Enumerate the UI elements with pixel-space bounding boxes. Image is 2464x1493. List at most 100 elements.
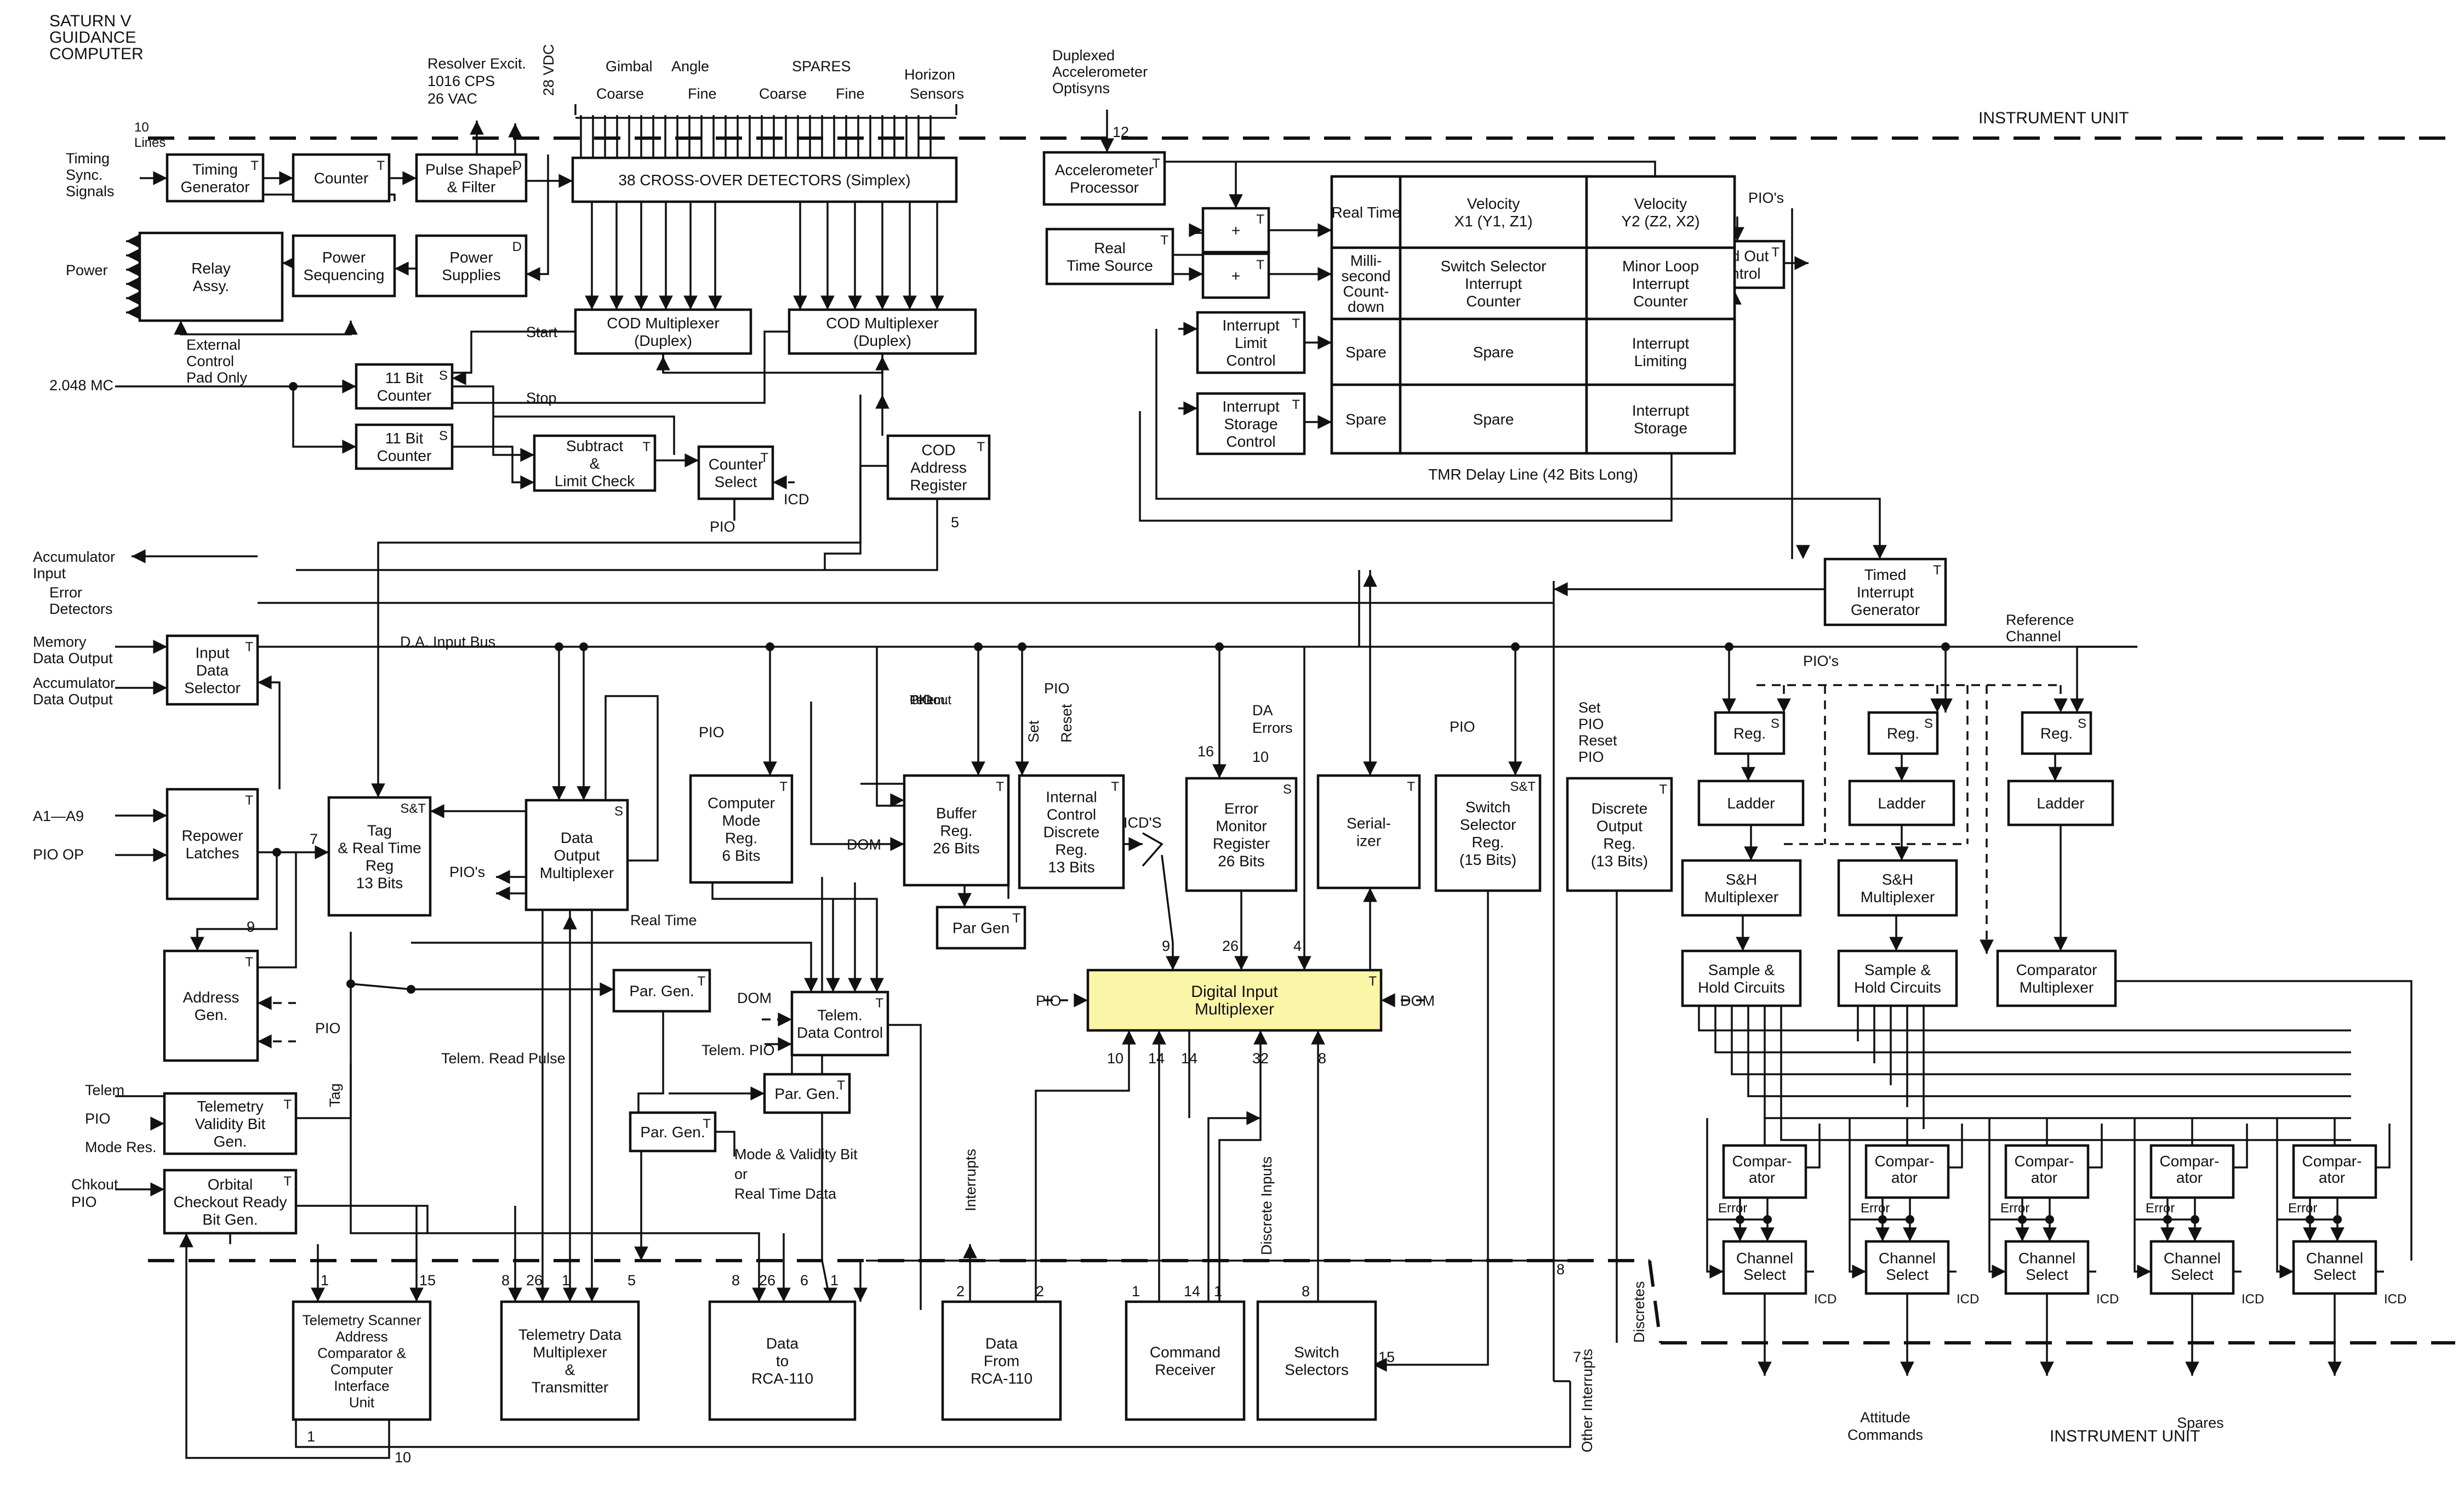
timing-generator-box: [166, 153, 265, 203]
comparator-label: ator: [2031, 1169, 2057, 1186]
label-lines-10-line: 10: [134, 120, 149, 135]
label-timing-sync-line: Timing: [66, 150, 110, 167]
adder-2-corner-tag: T: [1256, 258, 1264, 272]
label-spares-bottom: Spares: [2177, 1415, 2224, 1431]
tmr-cell: [1330, 246, 1402, 321]
wire: [1849, 1118, 1866, 1273]
adder-1-box: [1201, 207, 1270, 254]
data-from-rca110-box: [941, 1300, 1062, 1421]
label-n9-dim: 9: [1162, 938, 1170, 954]
channel-select-box: [2149, 1240, 2235, 1295]
tmr-cell: [1585, 383, 1736, 455]
real-time-source-label: Time Source: [1066, 257, 1153, 274]
channel-select-label: Select: [2026, 1266, 2068, 1283]
label-reference-channel-line: Reference: [2006, 612, 2074, 628]
par-gen-2-label: Par. Gen.: [774, 1085, 839, 1102]
arrow-head: [804, 978, 818, 992]
par-gen-3-corner-tag: T: [703, 1116, 711, 1131]
reg-3-box: [2021, 711, 2092, 755]
cod-mux-2: COD Multiplexer(Duplex): [788, 308, 977, 355]
ladder-3-box: [2007, 779, 2114, 827]
label-da-input-bus: D.A. Input Bus: [400, 634, 495, 650]
arrow-head: [552, 786, 566, 800]
label-mc-2048: 2.048 MC: [49, 377, 113, 394]
arrow-head: [2040, 1361, 2054, 1376]
wire: [526, 155, 549, 275]
label-sensors: Sensors: [910, 86, 964, 102]
adder-2: +T: [1201, 252, 1270, 299]
telemetry-scanner-label: Interface: [334, 1378, 389, 1394]
label-horizon: Horizon: [904, 66, 955, 83]
serializer-label: izer: [1356, 833, 1381, 850]
adder-2-box: [1201, 252, 1270, 299]
reg-1: Reg.S: [1714, 711, 1786, 755]
telemetry-scanner-label: Address: [335, 1329, 387, 1345]
accelerometer-processor-label: Processor: [1070, 179, 1139, 196]
orbital-checkout-ready-bit-gen-box: [163, 1169, 298, 1235]
reg-1-box: [1714, 711, 1786, 755]
real-time-source-label: Real: [1094, 240, 1126, 257]
telem-data-control-label: Telem.: [817, 1007, 862, 1024]
label-n26-dim: 26: [1222, 938, 1239, 954]
arrow-head: [153, 808, 167, 823]
arrow-head: [2070, 698, 2084, 713]
comparator-multiplexer-box: [1996, 949, 2117, 1007]
power-sequencing-label: Power: [322, 249, 366, 266]
label-external-control-line: External: [186, 337, 241, 353]
error-monitor-register-label: Monitor: [1216, 818, 1267, 835]
real-time-source-box: [1045, 227, 1174, 286]
label-fine-1: Fine: [688, 86, 717, 102]
cod-mux-2-label: (Duplex): [853, 332, 911, 349]
channel-select-box: [2292, 1240, 2377, 1295]
arrow-head: [1363, 888, 1377, 902]
counter-11bit-2-label: Counter: [377, 447, 432, 464]
arrow-head: [1229, 194, 1243, 208]
par-gen-buffer-label: Par Gen: [952, 920, 1009, 937]
label-n5: 5: [951, 514, 959, 531]
wire: [1780, 1006, 2351, 1141]
arrow-head: [890, 793, 904, 807]
subtract-limit-check-corner-tag: T: [642, 440, 651, 454]
telemetry-scanner-label: Unit: [349, 1394, 375, 1411]
input-data-selector-label: Input: [195, 645, 229, 662]
timed-interrupt-generator-label: Generator: [1851, 601, 1920, 618]
arrow-head: [496, 886, 510, 901]
arrow-head: [279, 171, 293, 185]
cod-mux-1-label: COD Multiplexer: [607, 315, 719, 332]
instrument-unit-label-top: INSTRUMENT UNIT: [1978, 109, 2129, 127]
reg-2: Reg.S: [1867, 711, 1939, 755]
wire: [824, 395, 862, 570]
cross-over-detectors-label: 38 CROSS-OVER DETECTORS (Simplex): [618, 172, 910, 189]
wire: [296, 1205, 429, 1233]
label-mode-validity-line: Real Time Data: [734, 1186, 837, 1202]
telemetry-scanner-label: Telemetry Scanner: [303, 1312, 421, 1329]
label-duplexed-accelerometer-line: Duplexed: [1052, 47, 1115, 64]
wire: [258, 852, 297, 968]
arrow-head: [875, 356, 889, 371]
address-gen-box: [163, 949, 259, 1062]
command-receiver-label: Receiver: [1155, 1361, 1215, 1378]
tmr-cell: [1399, 317, 1588, 386]
label-accumulator-input-line: Input: [33, 565, 66, 582]
error-label: Error: [1861, 1201, 1890, 1216]
arrow-head: [685, 453, 699, 468]
telem-data-control-box: [790, 990, 889, 1057]
cod-address-register-label: COD: [921, 442, 955, 459]
ladder-1-label: Ladder: [1727, 795, 1775, 812]
telem-data-control-corner-tag: T: [875, 996, 883, 1011]
arrow-head: [1183, 401, 1197, 415]
tag-real-time-reg-label: Reg: [366, 857, 393, 874]
label-bus-nums-left-7: 26: [759, 1272, 775, 1289]
switch-selectors-label: Switch: [1294, 1344, 1339, 1361]
